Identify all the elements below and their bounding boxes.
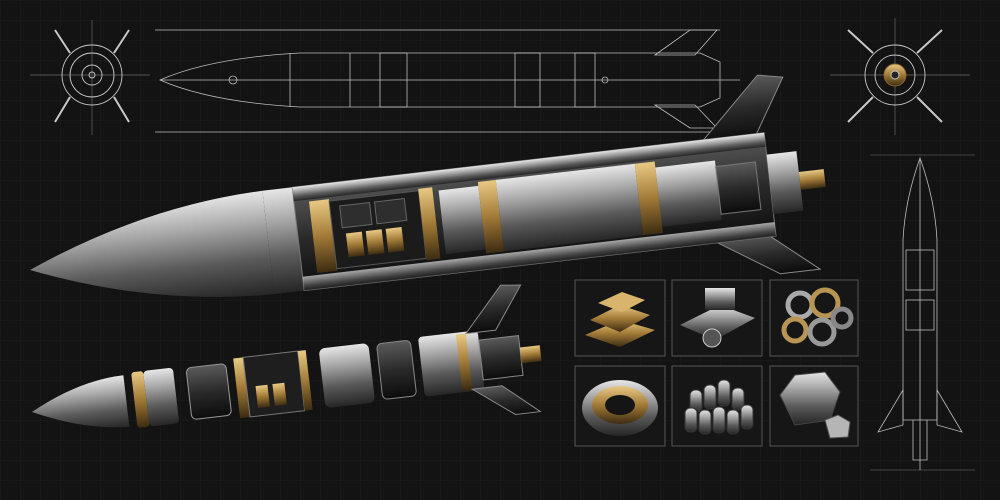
brass-ingots-icon	[585, 292, 655, 347]
blueprint-top-view	[870, 154, 975, 471]
missile-exploded-view	[32, 284, 542, 428]
motor-cylinder	[495, 163, 644, 252]
ore-rock-icon	[779, 371, 851, 439]
material-tile-ore-rock	[769, 365, 859, 447]
materials-grid	[574, 279, 859, 447]
internal-components	[308, 160, 762, 274]
material-tile-brass-ingots	[574, 279, 666, 357]
steel-bars-icon	[680, 288, 755, 348]
metal-cylinders-icon	[684, 379, 754, 435]
material-tile-metal-cylinders	[671, 365, 763, 447]
magnet-ring-icon	[582, 380, 658, 436]
material-tile-magnet-ring	[574, 365, 666, 447]
material-tile-steel-bars	[671, 279, 763, 357]
nozzle	[798, 169, 826, 190]
material-tile-metal-rings	[769, 279, 859, 357]
exploded-nose	[32, 375, 130, 428]
nose-cone	[30, 190, 275, 297]
metal-rings-icon	[781, 287, 854, 347]
blueprint-rear-view-right	[830, 18, 970, 135]
missile-cutaway	[30, 74, 826, 297]
blueprint-front-view-left	[30, 20, 150, 135]
